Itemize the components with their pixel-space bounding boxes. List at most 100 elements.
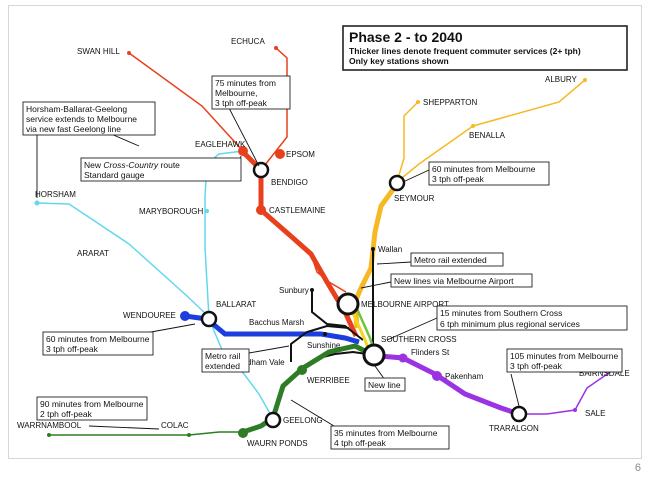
bacchus-marsh-dot — [323, 332, 327, 336]
ballarat-marker — [200, 310, 218, 328]
callout-horsham-line-2: service extends to Melbourne — [26, 114, 137, 124]
colac-dot — [187, 433, 191, 437]
southern-cross-marker — [362, 343, 386, 367]
callout-geelong-line-1: 35 minutes from Melbourne — [334, 428, 438, 438]
callout-metro-extended-text: Metro rail extended — [414, 255, 487, 265]
label-ballarat: BALLARAT — [216, 300, 256, 309]
echuca-dot — [274, 46, 278, 50]
label-sunbury: Sunbury — [279, 286, 309, 295]
geelong-marker — [264, 411, 282, 429]
label-sale: SALE — [585, 409, 605, 418]
label-southern-cross: SOUTHERN CROSS — [381, 335, 457, 344]
station-labels: SWAN HILL ECHUCA EAGLEHAWK EPSOM BENDIGO… — [17, 37, 630, 448]
horsham-dot — [34, 200, 40, 206]
callout-new-line-text: New line — [368, 380, 401, 390]
callout-geelong-line-2: 4 tph off-peak — [334, 438, 387, 448]
wyndham-metro — [290, 324, 350, 362]
werribee-dot — [297, 365, 307, 375]
label-shepparton: SHEPPARTON — [423, 98, 477, 107]
callout-ballarat-line-1: 60 minutes from Melbourne — [46, 334, 150, 344]
waurn-ponds-dot — [238, 428, 248, 438]
traralgon-marker — [510, 405, 528, 423]
label-albury: ALBURY — [545, 75, 578, 84]
callout-southern-cross: 15 minutes from Southern Cross 6 tph min… — [436, 305, 628, 331]
label-colac: COLAC — [161, 421, 189, 430]
sunbury-metro — [311, 290, 364, 341]
label-geelong: GEELONG — [283, 416, 323, 425]
station-markers — [34, 46, 615, 438]
label-echuca: ECHUCA — [231, 37, 265, 46]
callout-bendigo-line-2: Melbourne, — [215, 88, 258, 98]
callout-horsham-line-1: Horsham-Ballarat-Geelong — [26, 104, 127, 114]
label-traralgon: TRARALGON — [489, 424, 539, 433]
albury-dot — [583, 78, 587, 82]
callout-horsham-line-3: via new fast Geelong line — [26, 124, 121, 134]
callout-metro-extended: Metro rail extended — [410, 252, 504, 267]
callout-metro-west: Metro rail extended — [201, 348, 250, 373]
airport-branch-red — [310, 253, 347, 293]
horsham-line — [36, 202, 209, 317]
label-bendigo: BENDIGO — [271, 178, 308, 187]
callout-southern-cross-line-2: 6 tph minimum plus regional services — [440, 319, 580, 329]
callout-geelong: 35 minutes from Melbourne 4 tph off-peak — [330, 425, 450, 450]
title-heading: Phase 2 - to 2040 — [349, 29, 463, 45]
label-warrnambool: WARRNAMBOOL — [17, 421, 82, 430]
callout-bendigo-line-1: 75 minutes from — [215, 78, 276, 88]
callout-seymour-line-1: 60 minutes from Melbourne — [432, 164, 536, 174]
sunbury-dot — [310, 288, 314, 292]
callout-ballarat: 60 minutes from Melbourne 3 tph off-peak — [42, 331, 154, 356]
label-horsham: HORSHAM — [35, 190, 76, 199]
title-line-2: Only key stations shown — [349, 56, 449, 66]
wendouree-dot — [180, 311, 190, 321]
flinders-st-dot — [398, 353, 408, 363]
callout-bendigo-line-3: 3 tph off-peak — [215, 98, 268, 108]
benalla-dot — [471, 124, 475, 128]
callout-airport-lines: New lines via Melbourne Airport — [390, 273, 533, 288]
seymour-marker — [388, 174, 406, 192]
rail-network-map: SWAN HILL ECHUCA EAGLEHAWK EPSOM BENDIGO… — [8, 5, 642, 459]
map-canvas: SWAN HILL ECHUCA EAGLEHAWK EPSOM BENDIGO… — [17, 25, 630, 450]
callout-bendigo: 75 minutes from Melbourne, 3 tph off-pea… — [211, 75, 291, 110]
castlemaine-dot — [256, 205, 266, 215]
title-box: Phase 2 - to 2040 Thicker lines denote f… — [342, 25, 628, 71]
label-castlemaine: CASTLEMAINE — [269, 206, 325, 215]
callout-colac: 90 minutes from Melbourne 2 tph off-peak — [36, 396, 148, 421]
swan-hill-dot — [127, 51, 131, 55]
callout-new-line: New line — [364, 377, 406, 392]
callout-seymour: 60 minutes from Melbourne 3 tph off-peak — [428, 161, 550, 186]
callout-cross-country: New Cross-Country route Standard gauge — [80, 157, 242, 182]
label-melbourne-airport: MELBOURNE AIRPORT — [361, 300, 449, 309]
callout-seymour-line-2: 3 tph off-peak — [432, 174, 485, 184]
label-flinders-st: Flinders St — [411, 348, 450, 357]
label-ararat: ARARAT — [77, 249, 109, 258]
callout-traralgon-line-1: 105 minutes from Melbourne — [510, 351, 618, 361]
callout-horsham: Horsham-Ballarat-Geelong service extends… — [22, 101, 156, 136]
label-epsom: EPSOM — [286, 150, 315, 159]
callout-southern-cross-line-1: 15 minutes from Southern Cross — [440, 308, 562, 318]
label-werribee: WERRIBEE — [307, 376, 350, 385]
ballarat-geelong-line — [208, 318, 274, 420]
label-pakenham: Pakenham — [445, 372, 484, 381]
label-eaglehawk: EAGLEHAWK — [195, 140, 246, 149]
warrnambool-line — [49, 431, 243, 436]
label-maryborough: MARYBOROUGH — [139, 207, 204, 216]
callout-cross-country-line-1: New Cross-Country route — [84, 160, 180, 170]
callout-cross-country-line-2: Standard gauge — [84, 170, 145, 180]
label-sunshine: Sunshine — [307, 341, 341, 350]
epsom-dot — [275, 149, 285, 159]
label-wallan: Wallan — [378, 245, 402, 254]
pakenham-dot — [432, 371, 442, 381]
callout-colac-line-2: 2 tph off-peak — [40, 409, 93, 419]
shepparton-dot — [416, 100, 420, 104]
melbourne-airport-marker — [336, 292, 360, 316]
wallan-dot — [371, 247, 375, 251]
eaglehawk-dot — [238, 146, 248, 156]
sale-dot — [573, 408, 577, 412]
callout-metro-west-line-2: extended — [205, 361, 240, 371]
page-number: 6 — [634, 462, 641, 474]
callout-colac-line-1: 90 minutes from Melbourne — [40, 399, 144, 409]
callout-traralgon-line-2: 3 tph off-peak — [510, 361, 563, 371]
label-bairnsdale: BAIRNSDALE — [579, 369, 630, 378]
swan-hill-line — [128, 52, 244, 152]
